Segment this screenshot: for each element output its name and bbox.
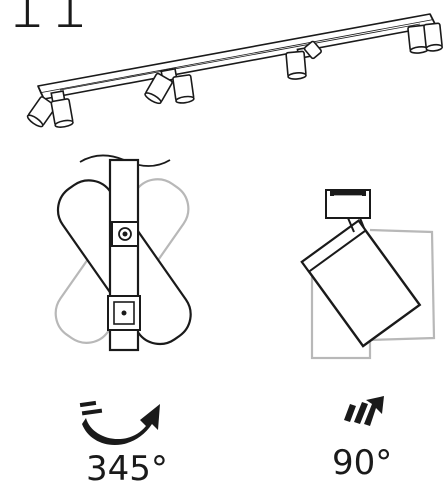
spotlight-pair-1 bbox=[26, 90, 74, 128]
vertical-tilt-diagram bbox=[300, 189, 436, 360]
horizontal-rotation-diagram bbox=[54, 154, 192, 352]
spotlight-pair-2 bbox=[144, 67, 195, 105]
rotate-horizontal-arrow-icon bbox=[79, 400, 160, 446]
rotation-angle-vertical: 90° bbox=[332, 443, 393, 483]
spotlight-pair-4 bbox=[407, 22, 444, 54]
spotlight-3 bbox=[285, 40, 322, 80]
tilt-vertical-arrow-icon bbox=[344, 396, 384, 426]
step-number: 11 bbox=[6, 0, 92, 43]
rotation-angle-horizontal: 345° bbox=[86, 449, 168, 489]
